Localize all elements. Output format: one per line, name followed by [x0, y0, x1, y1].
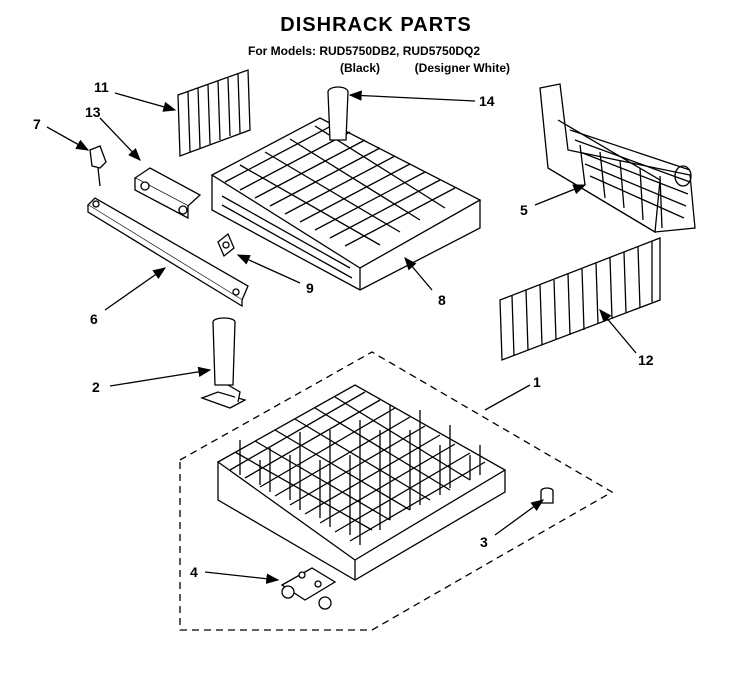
- callout-5: 5: [520, 202, 528, 218]
- callout-11: 11: [94, 79, 109, 95]
- bracket-drawing: [133, 167, 202, 220]
- lower-rack-outline: [179, 351, 614, 631]
- callout-1: 1: [533, 374, 541, 390]
- basket-drawing: [539, 83, 696, 234]
- callout-6: 6: [90, 311, 98, 327]
- callout-3: 3: [480, 534, 488, 550]
- spray-post-drawing: [327, 86, 349, 141]
- tine-row-12-drawing: [499, 237, 661, 361]
- color-white: (Designer White): [414, 61, 510, 75]
- callout-4: 4: [190, 564, 198, 580]
- callout-7: 7: [33, 116, 41, 132]
- diagram-title: DISHRACK PARTS: [280, 14, 472, 36]
- clip-drawing: [89, 145, 107, 187]
- leader-lines: [46, 90, 637, 584]
- callout-2: 2: [92, 379, 100, 395]
- tine-row-11-drawing: [177, 69, 251, 157]
- wheel-drawing: [280, 567, 337, 610]
- callout-12: 12: [638, 352, 654, 368]
- callout-8: 8: [438, 292, 446, 308]
- retainer-drawing: [217, 232, 235, 258]
- callout-13: 13: [85, 104, 101, 120]
- callout-14: 14: [479, 93, 495, 109]
- center-post-drawing: [200, 317, 247, 409]
- color-variants: (Black) (Designer White): [340, 61, 510, 75]
- models-line: For Models: RUD5750DB2, RUD5750DQ2: [248, 44, 481, 58]
- rail-drawing: [86, 197, 249, 308]
- upper-rack-drawing: [210, 117, 482, 291]
- callout-9: 9: [306, 280, 314, 296]
- lower-rack-drawing: [216, 384, 507, 581]
- color-black: (Black): [340, 61, 381, 75]
